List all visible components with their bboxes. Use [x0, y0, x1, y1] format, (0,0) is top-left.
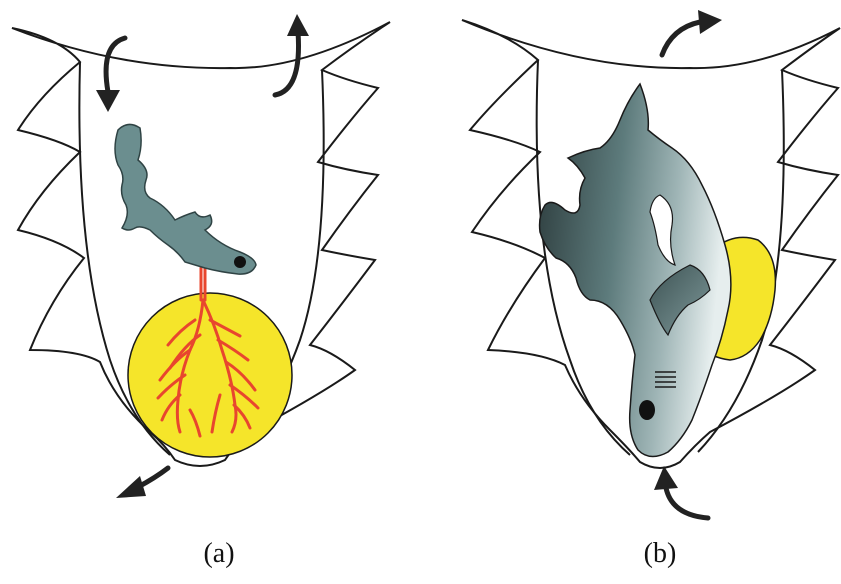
embryo-eye-b: [639, 400, 655, 420]
panel-a: [12, 14, 390, 498]
flow-arrow-icon: [96, 90, 120, 112]
flow-arrow-icon: [698, 10, 722, 34]
flow-arrow-icon: [666, 488, 708, 518]
flow-arrow-icon: [662, 22, 700, 55]
panel-b: [462, 10, 840, 518]
flow-arrow-icon: [654, 466, 678, 490]
flow-arrow-icon: [116, 476, 146, 498]
flow-arrow-icon: [287, 14, 309, 36]
embryo-b: [540, 84, 731, 457]
panel-label-a: (a): [179, 538, 259, 570]
embryo-a: [115, 124, 256, 274]
flow-arrow-icon: [138, 468, 168, 487]
flow-arrow-icon: [106, 38, 125, 92]
panel-label-b: (b): [620, 538, 700, 570]
embryo-eye-a: [234, 256, 246, 268]
